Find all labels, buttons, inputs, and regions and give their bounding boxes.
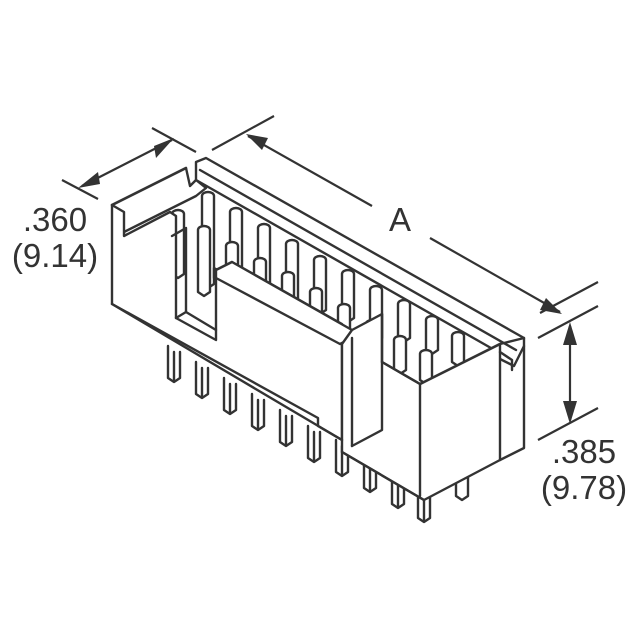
length-dimension-label: A — [388, 201, 411, 238]
length-dimension — [211, 115, 599, 314]
height-dimension — [537, 305, 599, 441]
height-dimension-label: .385 (9.78) — [528, 434, 640, 506]
housing-back-wall — [110, 156, 526, 368]
depth-inch-value: .360 — [22, 201, 88, 238]
depth-dimension-label: .360 (9.14) — [0, 202, 110, 274]
height-mm-value: (9.78) — [540, 469, 628, 506]
height-inch-value: .385 — [551, 433, 617, 470]
housing-front — [110, 166, 526, 502]
depth-dimension — [61, 127, 197, 200]
depth-mm-value: (9.14) — [11, 237, 99, 274]
